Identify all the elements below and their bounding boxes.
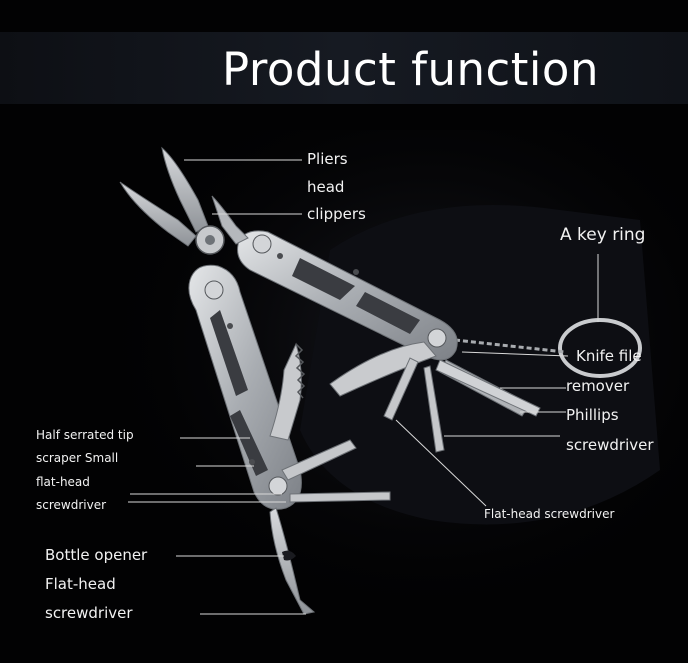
bottle-opener: [269, 507, 316, 615]
upper-handle: [237, 230, 458, 361]
label-remover: remover: [566, 377, 630, 395]
label-half-serrated: Half serrated tip: [36, 428, 134, 442]
title-band: [0, 32, 688, 104]
label-flat-head-bottom: Flat-head: [45, 575, 116, 593]
knife-blade: [329, 341, 437, 397]
leader-lines: [128, 159, 599, 615]
label-clippers: clippers: [307, 205, 366, 223]
label-pliers-head: head: [307, 178, 345, 196]
label-flat-head: flat-head: [36, 475, 90, 489]
label-phillips-screwdriver: screwdriver: [566, 436, 654, 454]
backdrop-shape: [300, 205, 660, 525]
serrated-blade: [269, 342, 306, 441]
screwdriver-bits: [383, 357, 541, 453]
pliers-jaws: [119, 146, 249, 255]
label-key-ring: A key ring: [560, 225, 646, 245]
page-title: Product function: [222, 43, 599, 96]
label-phillips: Phillips: [566, 406, 619, 424]
lower-handle: [188, 264, 302, 510]
leader-flathead-small: [395, 419, 487, 507]
label-bottle-opener: Bottle opener: [45, 546, 148, 564]
label-screwdriver-bottom: screwdriver: [45, 604, 133, 622]
label-pliers: Pliers: [307, 150, 348, 168]
label-knife-file: Knife file: [576, 347, 642, 365]
label-flathead-screwdriver-small: Flat-head screwdriver: [484, 507, 615, 521]
key-ring-graphic: [454, 318, 642, 378]
label-scraper-small: scraper Small: [36, 451, 119, 465]
leader-knife: [461, 351, 569, 357]
small-flat-screwdriver: [281, 439, 391, 503]
label-screwdriver-left: screwdriver: [36, 498, 107, 512]
